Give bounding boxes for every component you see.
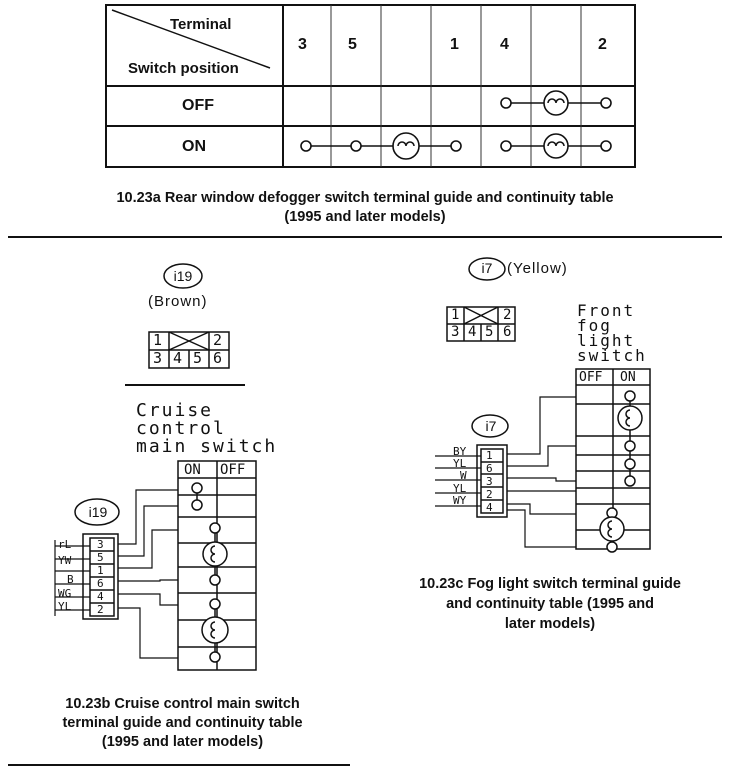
terminal-5: 5 bbox=[348, 36, 357, 53]
cruise-wire-wg: WG bbox=[58, 587, 72, 600]
fog-connector-id: i7 bbox=[481, 260, 493, 276]
fog-wire-by: BY bbox=[453, 445, 467, 458]
fog-col-on: ON bbox=[620, 370, 636, 385]
cruise-wire-yl: YL bbox=[58, 600, 72, 613]
fog-wire-yl2: YL bbox=[453, 482, 467, 495]
caption-defogger-2: (1995 and later models) bbox=[284, 209, 446, 225]
fog-pinnum-3: 3 bbox=[486, 475, 493, 488]
cruise-wire-rl: rL bbox=[58, 538, 72, 551]
cruise-continuity-marks bbox=[191, 482, 229, 663]
fog-pinnum-2: 2 bbox=[486, 488, 493, 501]
caption-fog-2: and continuity table (1995 and bbox=[446, 596, 654, 612]
cruise-pin-4: 4 bbox=[173, 349, 183, 367]
on-continuity bbox=[300, 132, 612, 160]
cruise-pin-2: 2 bbox=[213, 331, 223, 349]
cruise-col-on: ON bbox=[184, 462, 201, 478]
cruise-connector-color: (Brown) bbox=[148, 293, 208, 310]
caption-defogger-1: 10.23a Rear window defogger switch termi… bbox=[116, 190, 614, 206]
caption-fog-1: 10.23c Fog light switch terminal guide bbox=[419, 576, 681, 592]
off-continuity bbox=[500, 90, 612, 116]
fog-diagram bbox=[435, 257, 651, 553]
cruise-title-2: control bbox=[136, 418, 226, 439]
fog-connector-color: (Yellow) bbox=[507, 260, 568, 277]
cruise-connector-id: i19 bbox=[173, 268, 193, 284]
cruise-wire-yw: YW bbox=[58, 554, 72, 567]
fog-col-off: OFF bbox=[579, 370, 603, 385]
fog-continuity-marks bbox=[599, 390, 643, 553]
cruise-pin-1: 1 bbox=[153, 331, 163, 349]
fog-pin-1: 1 bbox=[451, 307, 460, 323]
fog-pin-5: 5 bbox=[485, 324, 494, 340]
terminal-2: 2 bbox=[598, 36, 607, 53]
cruise-pinnum-6: 6 bbox=[97, 577, 104, 590]
cruise-pinnum-1: 1 bbox=[97, 564, 104, 577]
caption-cruise-2: terminal guide and continuity table bbox=[62, 715, 303, 731]
cruise-pin-5: 5 bbox=[193, 349, 203, 367]
fog-title-3: light bbox=[577, 331, 636, 350]
fog-pin-3: 3 bbox=[451, 324, 460, 340]
fog-pin-6: 6 bbox=[503, 324, 512, 340]
cruise-wire-b: B bbox=[67, 573, 74, 586]
fog-pinnum-1: 1 bbox=[486, 449, 493, 462]
header-terminal: Terminal bbox=[170, 16, 232, 33]
cruise-pinnum-3: 3 bbox=[97, 538, 104, 551]
defogger-table bbox=[8, 4, 722, 238]
fog-wire-w: W bbox=[460, 469, 467, 482]
cruise-title-3: main switch bbox=[136, 436, 278, 457]
fog-title-4: switch bbox=[577, 346, 647, 365]
fog-title-2: fog bbox=[577, 316, 612, 335]
caption-fog-3: later models) bbox=[504, 616, 596, 632]
caption-cruise-3: (1995 and later models) bbox=[101, 734, 264, 750]
cruise-col-off: OFF bbox=[220, 462, 246, 478]
fog-pinnum-4: 4 bbox=[486, 501, 493, 514]
row-off: OFF bbox=[182, 97, 214, 114]
fog-pin-4: 4 bbox=[468, 324, 477, 340]
fog-title-1: Front bbox=[577, 301, 636, 320]
terminal-3: 3 bbox=[298, 36, 307, 53]
terminal-1: 1 bbox=[450, 36, 459, 53]
cruise-diagram bbox=[8, 263, 350, 766]
header-switch-position: Switch position bbox=[128, 60, 239, 77]
cruise-conn-label: i19 bbox=[88, 504, 108, 520]
cruise-pin-6: 6 bbox=[213, 349, 223, 367]
cruise-title-1: Cruise bbox=[136, 400, 214, 421]
row-on: ON bbox=[182, 138, 206, 155]
fog-wire-wy: WY bbox=[453, 494, 467, 507]
cruise-pinnum-4: 4 bbox=[97, 590, 104, 603]
fog-wire-yl: YL bbox=[453, 457, 467, 470]
fog-pinnum-6: 6 bbox=[486, 462, 493, 475]
cruise-pinnum-2: 2 bbox=[97, 603, 104, 616]
fog-conn-label: i7 bbox=[485, 418, 497, 434]
terminal-4: 4 bbox=[500, 36, 509, 53]
fog-pin-2: 2 bbox=[503, 307, 512, 323]
caption-cruise-1: 10.23b Cruise control main switch bbox=[65, 696, 300, 712]
cruise-pin-3: 3 bbox=[153, 349, 163, 367]
cruise-pinnum-5: 5 bbox=[97, 551, 104, 564]
